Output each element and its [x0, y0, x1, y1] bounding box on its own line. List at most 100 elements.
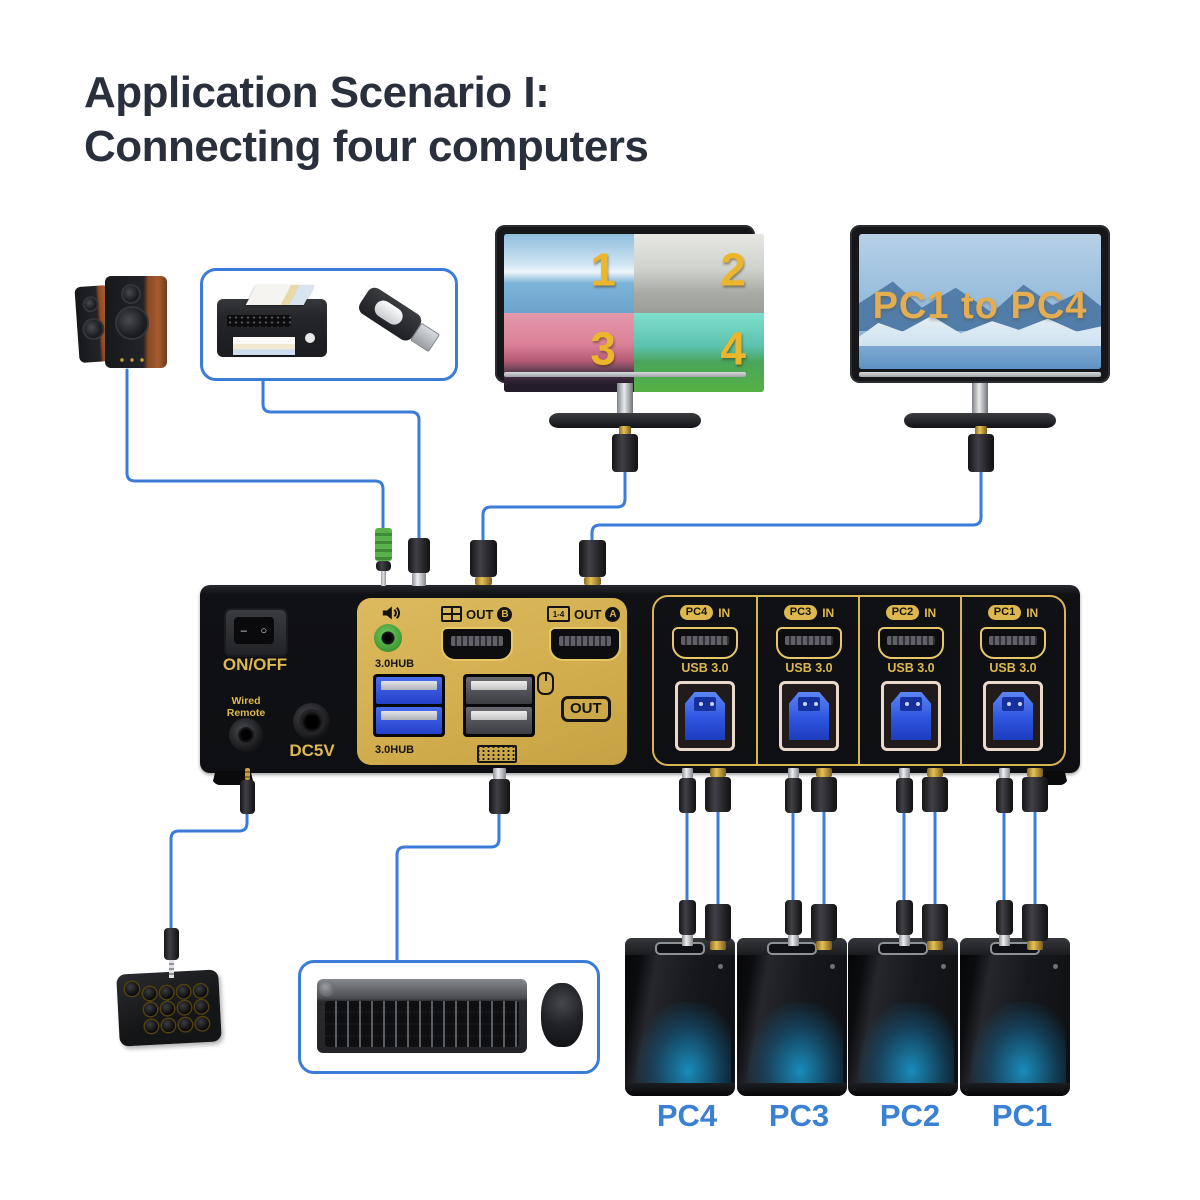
pc2-usb-plug-pc: [896, 900, 913, 946]
remote-power-button: [124, 981, 140, 997]
out-a-text: OUT: [574, 606, 602, 622]
hdmi-out-b-port[interactable]: [441, 627, 513, 661]
pc3-hdmi-plug-pc: [811, 904, 837, 950]
section-divider: [960, 597, 962, 764]
pc1-hdmi-plug-pc: [1022, 904, 1048, 950]
quad-label-4: 4: [720, 322, 746, 375]
pc1-tower: [960, 938, 1070, 1096]
power-switch-label: ON/OFF: [222, 655, 288, 674]
usb3-hub-ports-blue[interactable]: [373, 674, 445, 737]
pc4-in-label: IN: [718, 605, 731, 620]
hdmi-plug-out-a: [579, 540, 606, 585]
pc4-label: PC4: [656, 1098, 718, 1133]
remote-plug: [164, 928, 179, 978]
pc1-hdmi-in-port[interactable]: [980, 627, 1046, 659]
pc4-usb-b-port[interactable]: [675, 681, 735, 751]
pc3-pill: PC3: [783, 605, 818, 620]
quad-scene-1: 1: [504, 234, 634, 313]
pc2-usb-label: USB 3.0: [887, 661, 935, 675]
dc-power-jack[interactable]: [293, 703, 330, 740]
quad-label-2: 2: [720, 243, 746, 296]
monitor-stand-neck: [617, 383, 633, 415]
printer-usb-box: [200, 268, 458, 381]
keyboard-image: [317, 979, 527, 1053]
dc-power-label: DC5V: [289, 741, 335, 760]
kvm-output-panel: 3.0HUB 3.0HUB OUT OUT B 1-4: [357, 598, 627, 765]
monitor-stand-base: [904, 413, 1056, 428]
monitor-single-screen: PC1 to PC4: [859, 234, 1101, 369]
title-line-2: Connecting four computers: [84, 121, 649, 171]
pc4-pill: PC4: [679, 605, 714, 620]
pc1-usb-plug-kvm: [996, 768, 1013, 813]
wired-remote-jack[interactable]: [229, 718, 263, 752]
monitor1-hdmi-connector: [612, 434, 638, 472]
out-a-letter: A: [605, 606, 621, 622]
speakers-image: [74, 276, 169, 370]
monitor-stand-base: [549, 413, 701, 428]
monitor2-hdmi-connector-tip: [975, 426, 987, 435]
quad-label-3: 3: [590, 322, 616, 375]
section-divider: [756, 597, 758, 764]
pc1-usb-b-port[interactable]: [983, 681, 1043, 751]
pc1-label: PC1: [991, 1098, 1053, 1133]
mouse-icon: [537, 672, 554, 695]
pc2-hdmi-in-port[interactable]: [878, 627, 944, 659]
monitor-1-4-icon: 1-4: [547, 606, 570, 622]
rocker-on-mark: ○: [260, 624, 268, 637]
cable-keyboard-box: [395, 808, 501, 963]
usb-plug-top: [408, 538, 430, 586]
hdmi-plug-out-b: [470, 540, 497, 585]
pc1-in-label: IN: [1026, 605, 1039, 620]
monitor-bottom-strip: [504, 372, 746, 377]
monitor-bottom-strip: [859, 372, 1101, 377]
cable-speakers-to-audio: [125, 368, 385, 534]
monitor-overlay-text: PC1 to PC4: [872, 285, 1088, 328]
out-a-label: 1-4 OUT A: [547, 606, 621, 622]
monitor2-hdmi-connector: [968, 434, 994, 472]
pc3-usb-b-port[interactable]: [779, 681, 839, 751]
printer-image: [217, 285, 327, 365]
remote-plug-at-kvm: [240, 768, 255, 814]
cable-monitor2-to-outa: [590, 466, 983, 546]
hub-label-bottom: 3.0HUB: [375, 744, 415, 756]
hdmi-out-a-port[interactable]: [549, 627, 621, 661]
quad-scene-3: 3: [504, 313, 634, 392]
monitor-single-bezel: PC1 to PC4: [850, 225, 1110, 383]
monitor-quad-screen: 1 2 3 4: [504, 234, 764, 392]
scene-water: [859, 346, 1101, 369]
keyboard-keys: [325, 1001, 519, 1048]
usb-drive-image: [348, 280, 447, 369]
front-speaker: [105, 276, 167, 368]
remote-control-image: [116, 969, 222, 1047]
audio-jack[interactable]: [374, 624, 402, 652]
pc3-hdmi-in-port[interactable]: [776, 627, 842, 659]
title-line-1: Application Scenario I:: [84, 68, 550, 117]
pc4-hdmi-in-port[interactable]: [672, 627, 738, 659]
pc2-usb-b-port[interactable]: [881, 681, 941, 751]
quad-scene-2: 2: [634, 234, 764, 313]
keyboard-icon: [477, 745, 517, 763]
pc3-label: PC3: [768, 1098, 830, 1133]
pc4-hdmi-plug-kvm: [705, 768, 731, 812]
wired-remote-label: Wired Remote: [226, 695, 266, 720]
speaker-icon: [382, 606, 400, 620]
power-switch[interactable]: –○: [224, 608, 288, 657]
pc2-label: PC2: [879, 1098, 941, 1133]
quad-monitor-icon: [441, 606, 462, 622]
pc4-hdmi-plug-pc: [705, 904, 731, 950]
keyboard-usb-plug-at-kvm: [489, 768, 510, 814]
usb2-hub-ports-white[interactable]: [463, 674, 535, 737]
page-title: Application Scenario I: Connecting four …: [84, 66, 649, 173]
pc2-hdmi-plug-pc: [922, 904, 948, 950]
pc1-usb-plug-pc: [996, 900, 1013, 946]
monitor-quad: 1 2 3 4: [495, 225, 764, 472]
pc3-in-label: IN: [822, 605, 835, 620]
mouse-image: [541, 983, 583, 1047]
pc3-usb-plug-pc: [785, 900, 802, 946]
